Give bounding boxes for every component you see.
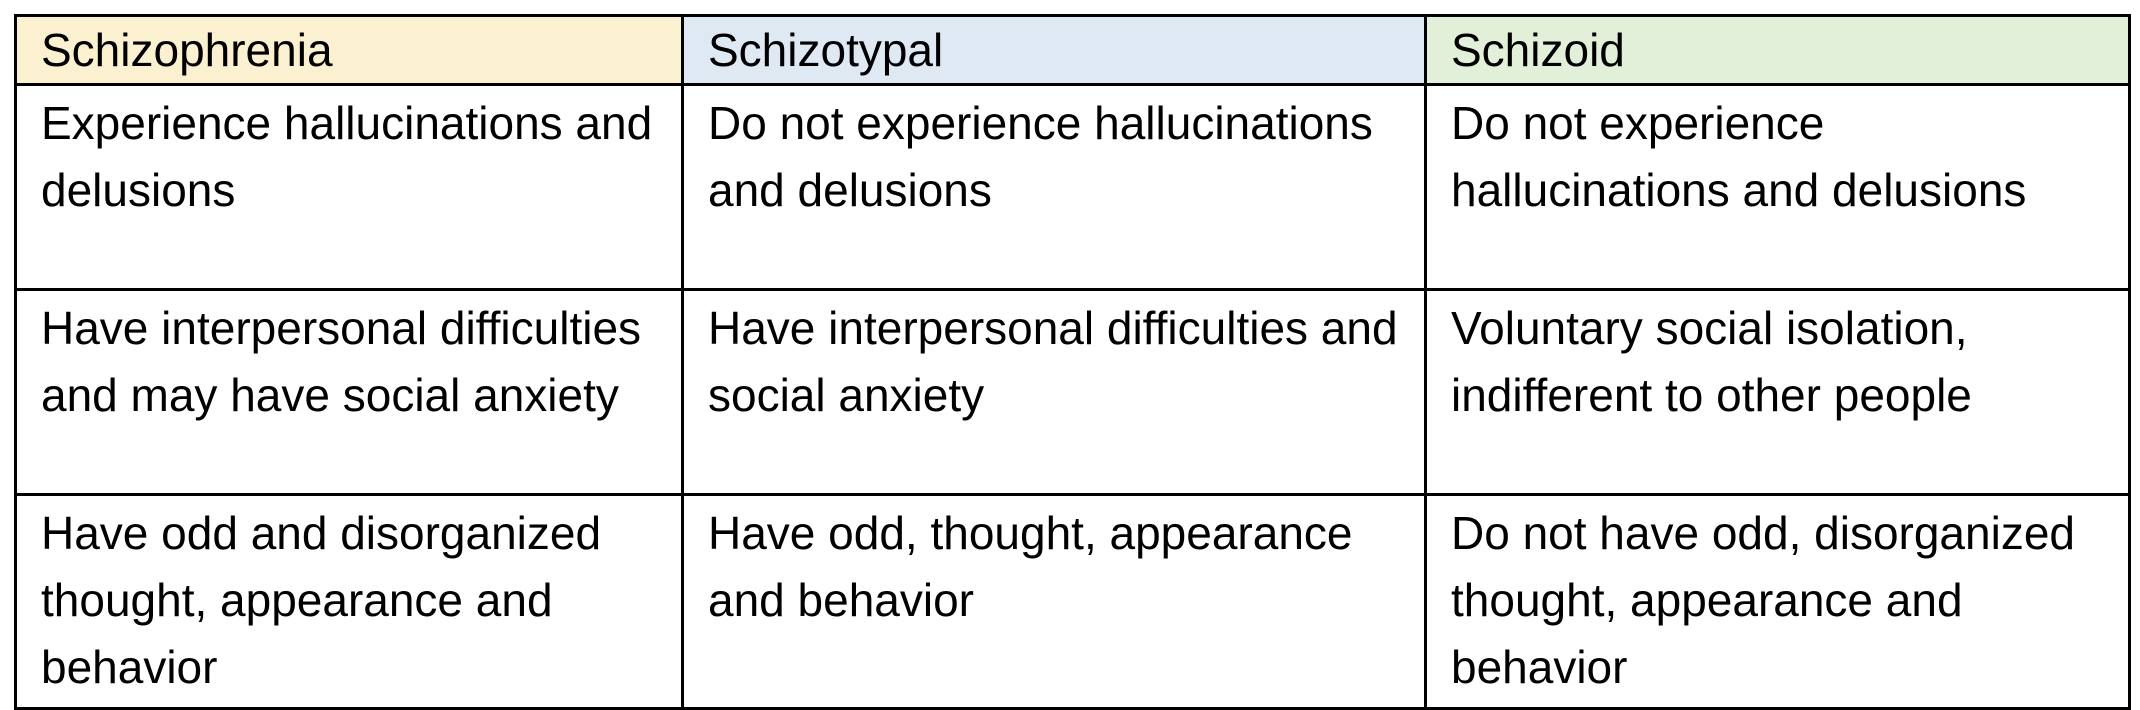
table-body: Experience hallucinations and delusions … xyxy=(14,83,2131,710)
cell-schizotypal-social: Have interpersonal difficulties and soci… xyxy=(681,288,1427,496)
comparison-table: Schizophrenia Schizotypal Schizoid Exper… xyxy=(14,14,2131,710)
table-row: Have odd and disorganized thought, appea… xyxy=(14,493,2131,710)
table-header: Schizophrenia Schizotypal Schizoid xyxy=(14,14,2131,86)
table-row: Have interpersonal difficulties and may … xyxy=(14,288,2131,496)
cell-schizotypal-behavior: Have odd, thought, appearance and behavi… xyxy=(681,493,1427,710)
cell-schizoid-hallucinations: Do not experience hallucinations and del… xyxy=(1424,83,2131,291)
header-schizoid: Schizoid xyxy=(1424,14,2131,86)
table-row: Experience hallucinations and delusions … xyxy=(14,83,2131,291)
header-row: Schizophrenia Schizotypal Schizoid xyxy=(14,14,2131,86)
cell-schizophrenia-social: Have interpersonal difficulties and may … xyxy=(14,288,684,496)
cell-schizoid-social: Voluntary social isolation, indifferent … xyxy=(1424,288,2131,496)
cell-schizotypal-hallucinations: Do not experience hallucinations and del… xyxy=(681,83,1427,291)
header-schizophrenia: Schizophrenia xyxy=(14,14,684,86)
cell-schizoid-behavior: Do not have odd, disorganized thought, a… xyxy=(1424,493,2131,710)
header-schizotypal: Schizotypal xyxy=(681,14,1427,86)
cell-schizophrenia-behavior: Have odd and disorganized thought, appea… xyxy=(14,493,684,710)
cell-schizophrenia-hallucinations: Experience hallucinations and delusions xyxy=(14,83,684,291)
